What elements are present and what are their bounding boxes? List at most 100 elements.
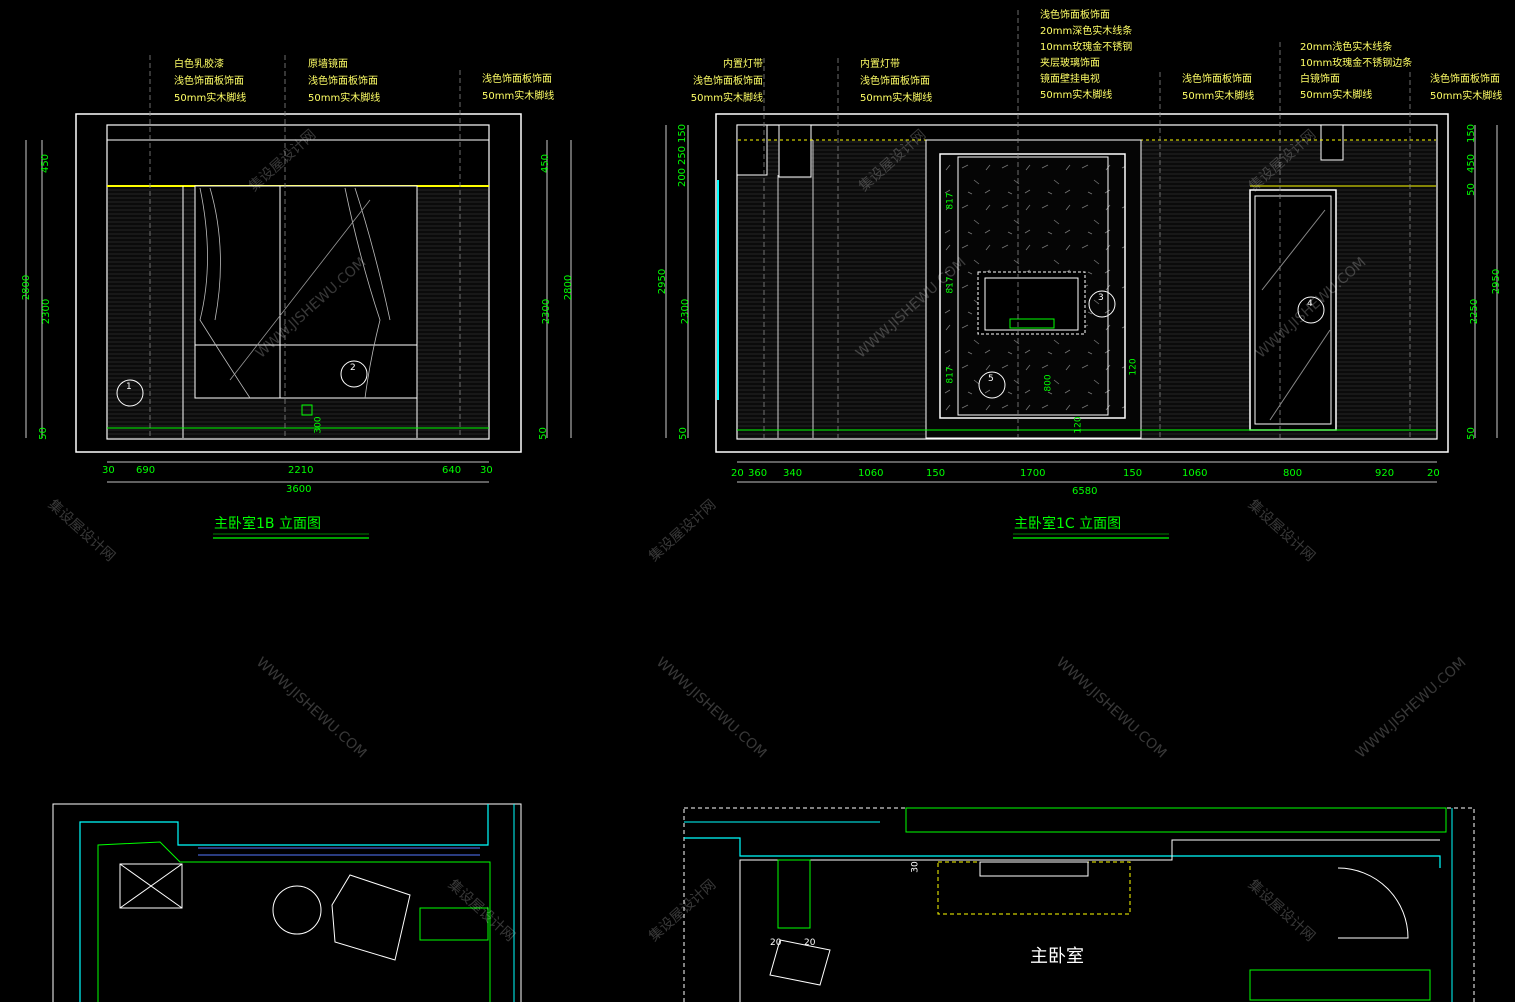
plan-dim-20a: 20 bbox=[770, 938, 782, 948]
plan-left bbox=[52, 803, 522, 1002]
marble-inner bbox=[957, 156, 1109, 416]
annotations-b-mid: 原墙镜面 浅色饰面板饰面 50mm实木脚线 bbox=[308, 56, 380, 107]
marker-c5 bbox=[978, 371, 1006, 399]
column-left-c bbox=[736, 124, 768, 176]
annotations-c-a: 内置灯带 浅色饰面板饰面 50mm实木脚线 bbox=[683, 56, 763, 107]
dim-c-left-2950: 2950 bbox=[657, 268, 669, 295]
annotation: 50mm实木脚线 bbox=[174, 93, 247, 104]
dim-c-right-150: 150 bbox=[1466, 123, 1478, 144]
column-top-c bbox=[778, 124, 812, 178]
annotation: 50mm实木脚线 bbox=[308, 93, 381, 104]
plan-left-outer bbox=[52, 803, 522, 1002]
dim-c-inner-120b: 120 bbox=[1073, 416, 1084, 434]
dim-b-bottom-30b: 30 bbox=[480, 465, 493, 476]
plan-dim-30: 30 bbox=[910, 861, 921, 873]
dim-c-right-450: 450 bbox=[1466, 153, 1478, 174]
tv-device bbox=[1009, 318, 1055, 329]
dim-b-total: 3600 bbox=[286, 484, 312, 495]
annotation: 内置灯带 bbox=[860, 59, 900, 70]
dim-b-left-2800: 2800 bbox=[21, 274, 33, 301]
glass-reflection bbox=[229, 199, 371, 381]
dim-b-right-50: 50 bbox=[537, 427, 549, 440]
plan-left-wall2 bbox=[97, 841, 491, 1002]
marker-b1-label: 1 bbox=[126, 382, 132, 392]
plan-right-tv bbox=[979, 861, 1089, 877]
dim-c-bottom: 1060 bbox=[1182, 468, 1208, 479]
annotation: 浅色饰面板饰面 bbox=[1430, 74, 1500, 85]
plan-dim-20b: 20 bbox=[804, 938, 816, 948]
marker-b2-label: 2 bbox=[350, 363, 356, 373]
annotations-c-d: 浅色饰面板饰面 50mm实木脚线 bbox=[1182, 71, 1254, 105]
plan-right bbox=[683, 807, 1475, 1002]
dim-b-left-2300: 2300 bbox=[41, 298, 53, 325]
plan-label: 主卧室 bbox=[1030, 946, 1084, 967]
plan-left-cabinet bbox=[119, 863, 183, 909]
dim-c-left-250: 250 bbox=[677, 145, 689, 166]
annotation: 50mm实木脚线 bbox=[690, 93, 763, 104]
socket-b bbox=[301, 404, 313, 416]
title-b: 主卧室1B 立面图 bbox=[214, 516, 321, 532]
dim-c-left-200: 200 bbox=[677, 167, 689, 188]
plan-right-wall2 bbox=[739, 839, 1440, 1002]
plan-left-table bbox=[272, 885, 322, 935]
dim-c-right-50b: 50 bbox=[1465, 427, 1477, 440]
mirror-door bbox=[1249, 189, 1337, 431]
annotation: 浅色饰面板饰面 bbox=[860, 76, 930, 87]
annotation: 20mm深色实木线条 bbox=[1040, 26, 1133, 37]
annotation: 浅色饰面板饰面 bbox=[174, 76, 244, 87]
annotations-b-left: 白色乳胶漆 浅色饰面板饰面 50mm实木脚线 bbox=[174, 56, 246, 107]
plan-right-tv-zone bbox=[937, 861, 1131, 915]
annotation: 50mm实木脚线 bbox=[1182, 91, 1255, 102]
dim-c-inner-800: 800 bbox=[1043, 374, 1054, 392]
annotation: 10mm玫瑰金不锈钢边条 bbox=[1300, 58, 1413, 69]
column-right-c bbox=[1320, 124, 1344, 161]
dim-c-bottom: 150 bbox=[1123, 468, 1143, 479]
marker-b2 bbox=[340, 360, 368, 388]
dim-c-total: 6580 bbox=[1072, 486, 1098, 497]
annotation: 原墙镜面 bbox=[308, 59, 348, 70]
annotation: 浅色饰面板饰面 bbox=[1040, 10, 1110, 21]
plan-right-cabinet bbox=[905, 807, 1447, 833]
plan-left-block bbox=[419, 907, 489, 941]
plan-left-cabinet-x2 bbox=[119, 863, 183, 909]
annotation: 50mm实木脚线 bbox=[1300, 90, 1373, 101]
plan-right-door-swing bbox=[1337, 867, 1409, 939]
dim-b-bottom-690: 690 bbox=[136, 465, 156, 476]
dim-b-left-450: 450 bbox=[40, 153, 52, 174]
dim-c-right-50a: 50 bbox=[1465, 183, 1477, 196]
marker-c3 bbox=[1088, 290, 1116, 318]
dim-b-bottom-640: 640 bbox=[442, 465, 462, 476]
dim-c-left-2300: 2300 bbox=[680, 298, 692, 325]
dim-c-bottom: 340 bbox=[783, 468, 803, 479]
dim-c-bottom: 20 bbox=[731, 468, 744, 479]
dim-c-inner-817a: 817 bbox=[945, 192, 956, 210]
plan-right-chair bbox=[769, 939, 831, 986]
annotation: 浅色饰面板饰面 bbox=[308, 76, 378, 87]
curtain-b bbox=[199, 187, 391, 399]
dim-c-right-2250: 2250 bbox=[1469, 298, 1481, 325]
annotations-b-right: 浅色饰面板饰面 50mm实木脚线 bbox=[482, 71, 554, 105]
outer-frame-c bbox=[715, 113, 1449, 453]
plan-right-column bbox=[777, 859, 811, 929]
dim-b-bottom-30a: 30 bbox=[102, 465, 115, 476]
annotation: 浅色饰面板饰面 bbox=[1182, 74, 1252, 85]
annotations-c-f: 浅色饰面板饰面 50mm实木脚线 bbox=[1430, 71, 1502, 105]
marker-b1 bbox=[116, 379, 144, 407]
dim-c-bottom: 1060 bbox=[858, 468, 884, 479]
annotation: 50mm实木脚线 bbox=[482, 91, 555, 102]
elevation-1c bbox=[665, 10, 1498, 539]
dim-c-left-150: 150 bbox=[677, 123, 689, 144]
annotation: 10mm玫瑰金不锈钢 bbox=[1040, 42, 1133, 53]
dim-b-right-450: 450 bbox=[540, 153, 552, 174]
dim-b-left-50: 50 bbox=[37, 427, 49, 440]
tv-screen bbox=[984, 277, 1079, 331]
dim-c-bottom: 1700 bbox=[1020, 468, 1046, 479]
dim-b-bottom-2210: 2210 bbox=[288, 465, 314, 476]
annotation: 浅色饰面板饰面 bbox=[693, 76, 763, 87]
marker-c4 bbox=[1297, 296, 1325, 324]
plan-right-bed-edge bbox=[1249, 969, 1431, 1001]
annotations-c-e: 20mm浅色实木线条 10mm玫瑰金不锈钢边条 白镜饰面 50mm实木脚线 bbox=[1300, 40, 1412, 104]
dim-c-right-2950: 2950 bbox=[1491, 268, 1503, 295]
annotation: 50mm实木脚线 bbox=[1430, 91, 1503, 102]
